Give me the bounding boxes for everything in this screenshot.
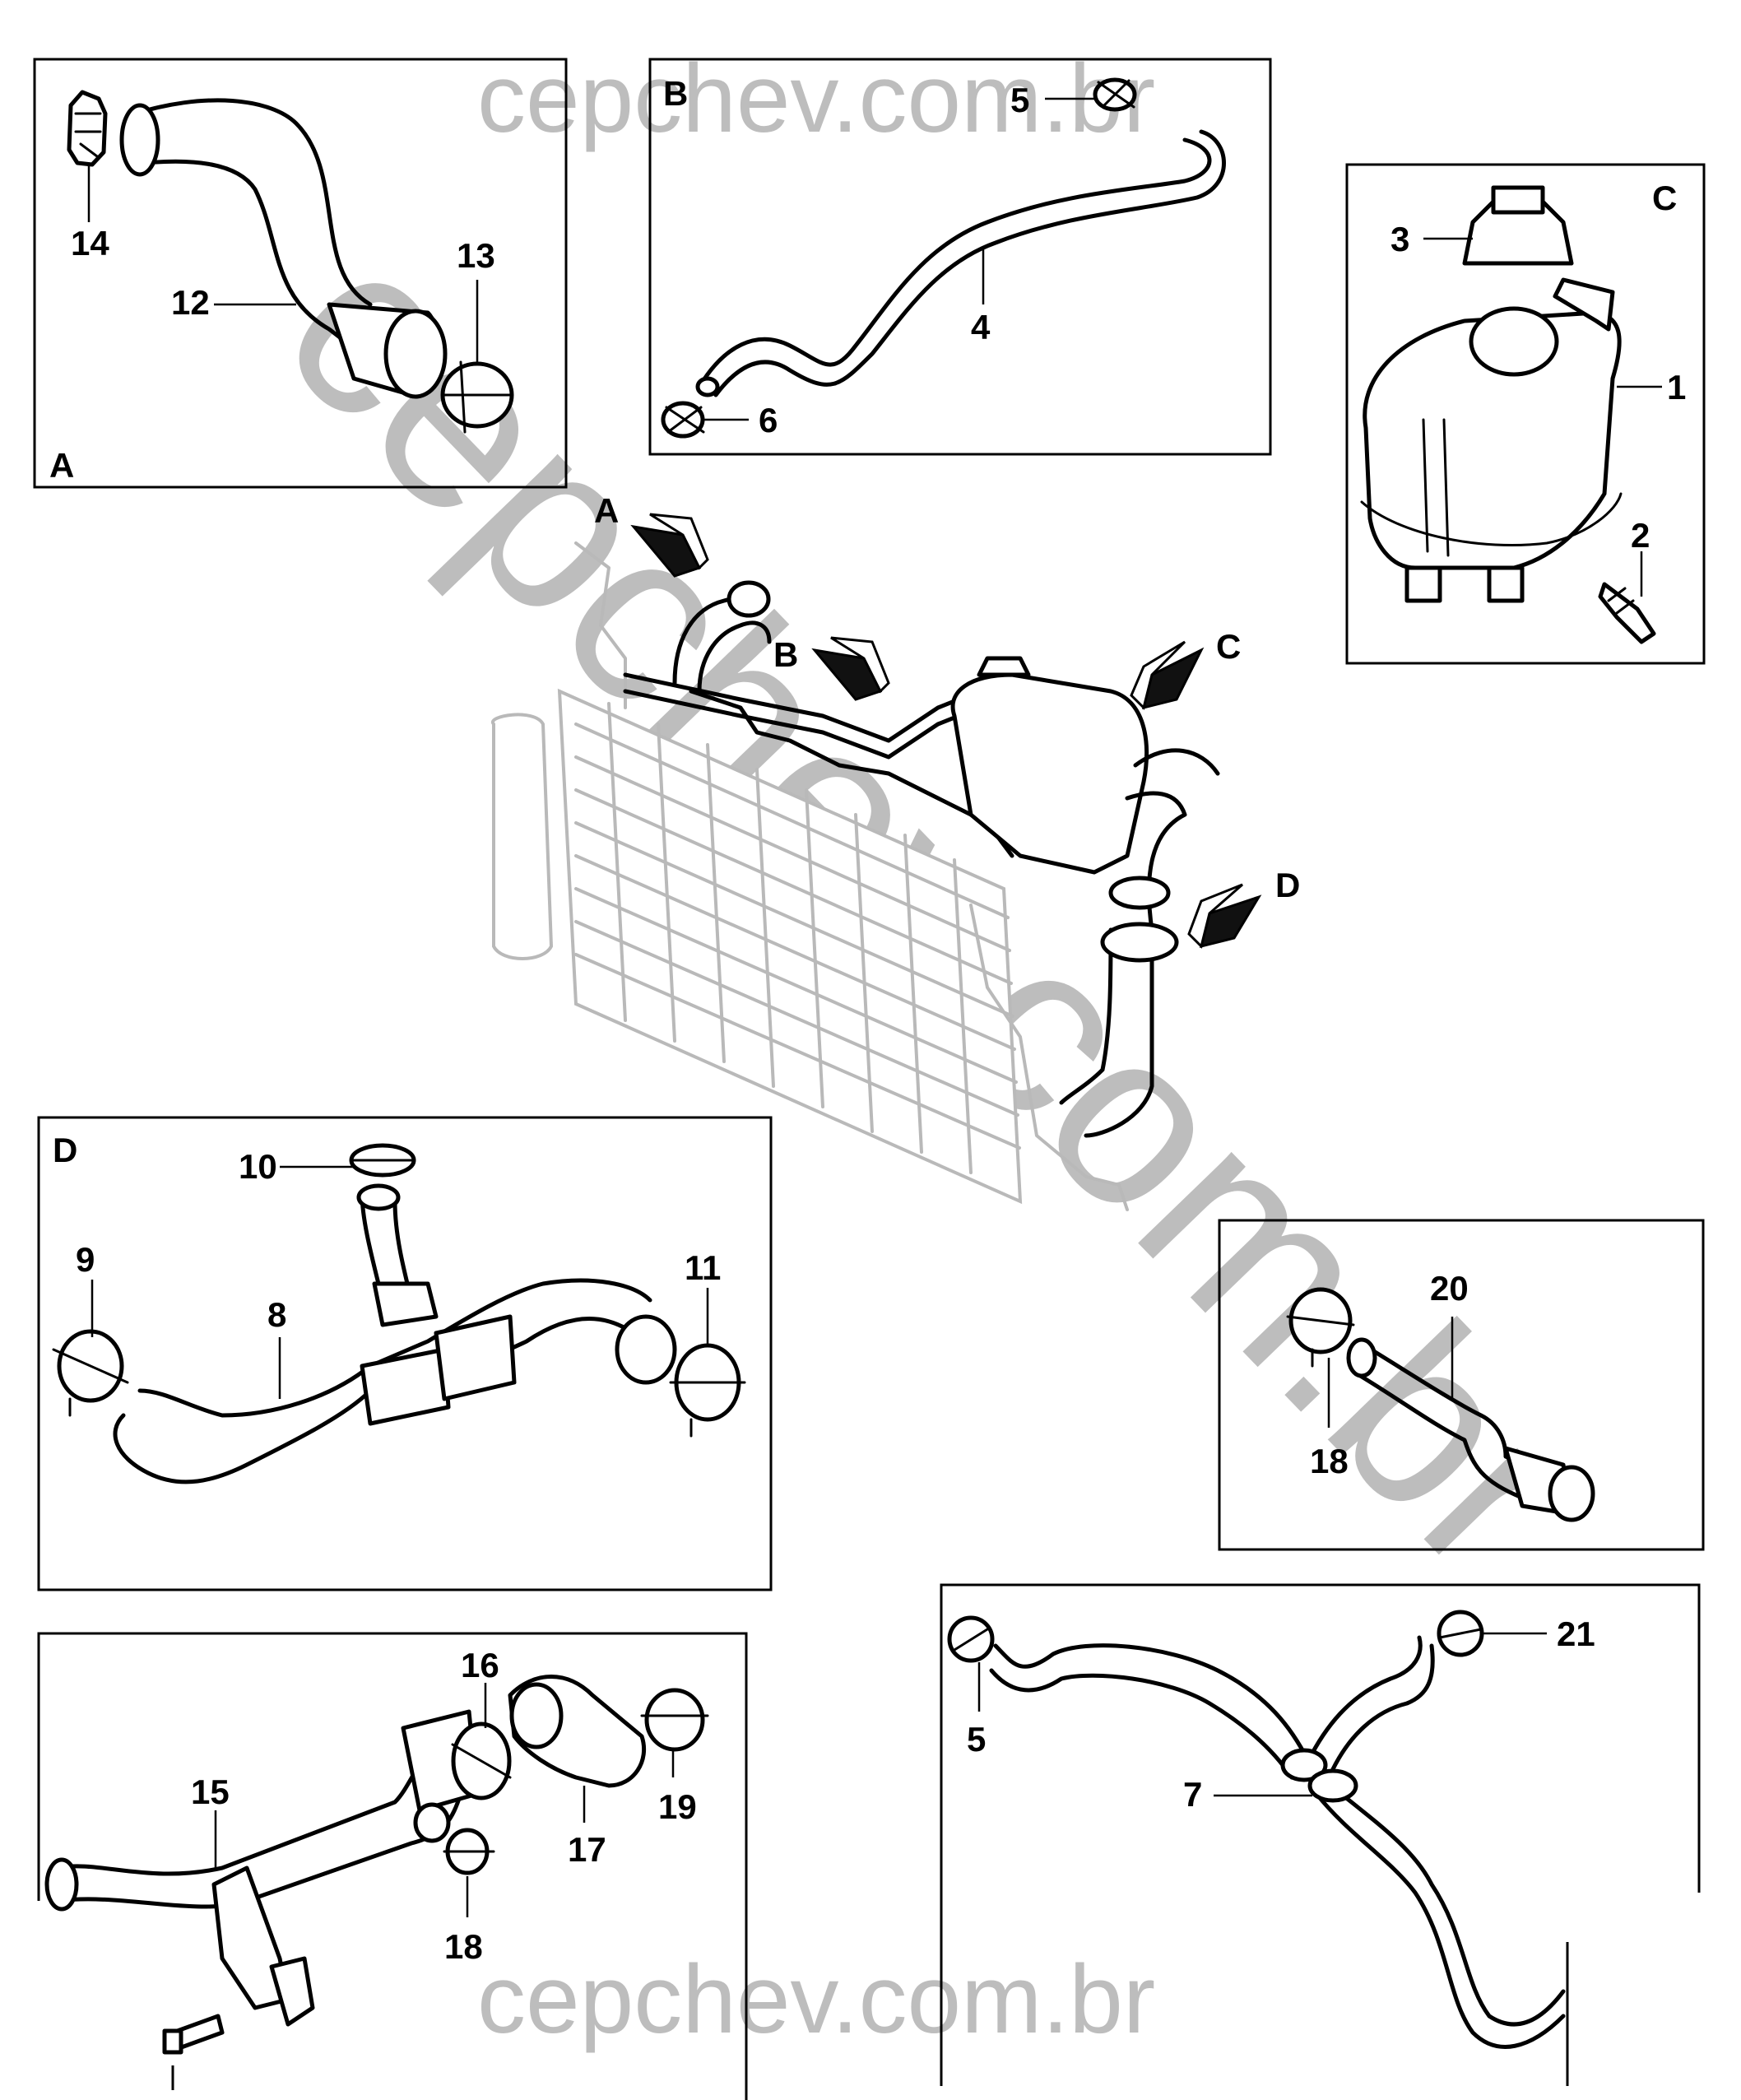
- clamp-18-e-icon: [1286, 1287, 1355, 1368]
- hose-20-icon: [1346, 1337, 1595, 1522]
- radiator-hose-12-icon: [119, 98, 448, 399]
- callout-3: 3: [1390, 220, 1409, 258]
- overflow-hose-4-icon: [695, 129, 1226, 397]
- bolt-15-icon: [162, 2014, 225, 2055]
- callout-14: 13: [457, 236, 495, 275]
- clamp-5-g-icon: [947, 1615, 995, 1663]
- panel-c-letter: C: [1652, 179, 1677, 217]
- panel-b: B 5 4 6: [648, 58, 1272, 456]
- panel-c-frame: [1345, 163, 1706, 665]
- watermark-bottom: cepchev.com.br: [477, 1945, 1155, 2054]
- panel-f: 16 15 17 19 18: [37, 1632, 748, 2100]
- panel-d-letter: D: [53, 1131, 77, 1169]
- arrow-b: B: [773, 635, 890, 701]
- panel-d: D 10 9 8 11: [37, 1116, 773, 1591]
- lower-hose-main-icon: [1133, 748, 1220, 776]
- clamp-6-icon: [661, 401, 705, 439]
- radiator-fins: [574, 702, 1021, 1174]
- clamp-19-icon: [640, 1688, 709, 1752]
- arrow-c-label: C: [1216, 627, 1241, 666]
- callout-4: 4: [971, 308, 991, 346]
- arrow-a: A: [594, 491, 709, 578]
- panel-e: 20 18: [1218, 1219, 1705, 1551]
- callout-19: 19: [658, 1787, 697, 1826]
- clamp-9-icon: [52, 1329, 129, 1417]
- callout-11: 11: [685, 1248, 721, 1287]
- callout-2: 2: [1631, 516, 1650, 555]
- panel-g: 5 21 7: [940, 1583, 1701, 2086]
- panel-d-frame: [37, 1116, 773, 1591]
- callout-13: 14: [71, 224, 109, 262]
- overflow-hose-main-icon: [623, 672, 982, 743]
- radiator-hose-8-icon: [113, 1183, 677, 1484]
- arrow-d: D: [1187, 866, 1300, 949]
- callout-12: 12: [171, 283, 210, 322]
- arrow-a-label: A: [594, 491, 619, 530]
- callout-16: 16: [461, 1646, 499, 1684]
- reservoir-main-icon: [950, 672, 1149, 875]
- clamp-18-f-icon: [443, 1828, 495, 1875]
- panel-a: A 14 12 13: [33, 58, 568, 489]
- bolt-2-icon: [1598, 582, 1656, 644]
- callout-18-e: 18: [1310, 1442, 1349, 1480]
- watermark-top: cepchev.com.br: [477, 44, 1155, 153]
- callout-6: 6: [759, 401, 778, 439]
- callout-5-b: 5: [1010, 81, 1029, 119]
- clamp-11-icon: [669, 1343, 746, 1438]
- hose-7-icon: [989, 1635, 1566, 2049]
- callout-18-f: 18: [444, 1927, 483, 1966]
- arrow-b-label: B: [773, 635, 798, 674]
- clamp-16-icon: [451, 1721, 512, 1800]
- clamp-10-icon: [349, 1143, 416, 1178]
- hose-17-icon: [508, 1675, 647, 1788]
- clamp-5-icon: [1093, 77, 1137, 112]
- coolant-reservoir-1-icon: [1360, 277, 1623, 603]
- callout-17: 17: [568, 1830, 606, 1869]
- panel-a-frame: [33, 58, 568, 489]
- callout-1: 1: [1667, 368, 1686, 407]
- radiator-assembly: [490, 541, 1220, 1211]
- callout-20: 20: [1430, 1269, 1469, 1308]
- callout-9: 9: [76, 1240, 95, 1279]
- arrow-c: C: [1130, 627, 1241, 710]
- callout-10: 10: [239, 1147, 277, 1186]
- callout-15: 15: [191, 1772, 230, 1811]
- panel-f-frame: [37, 1632, 748, 2100]
- clamp-14-icon: [440, 360, 514, 434]
- clamp-13-icon: [67, 90, 108, 167]
- pipe-15-icon: [44, 1709, 480, 2027]
- callout-5-g: 5: [967, 1720, 986, 1759]
- panel-e-frame: [1218, 1219, 1705, 1551]
- panel-g-frame: [940, 1583, 1701, 2086]
- condenser-tank-icon: [490, 713, 554, 960]
- callout-7: 7: [1183, 1775, 1202, 1814]
- arrow-d-label: D: [1275, 866, 1300, 904]
- callout-8: 8: [267, 1295, 286, 1334]
- callout-21: 21: [1557, 1614, 1595, 1653]
- panel-a-letter: A: [49, 446, 74, 485]
- reservoir-cap-3-icon: [1462, 185, 1574, 266]
- panel-c: C 3 1 2: [1345, 163, 1706, 665]
- panel-b-frame: [648, 58, 1272, 456]
- clamp-21-icon: [1437, 1610, 1484, 1657]
- panel-b-letter: B: [663, 74, 688, 113]
